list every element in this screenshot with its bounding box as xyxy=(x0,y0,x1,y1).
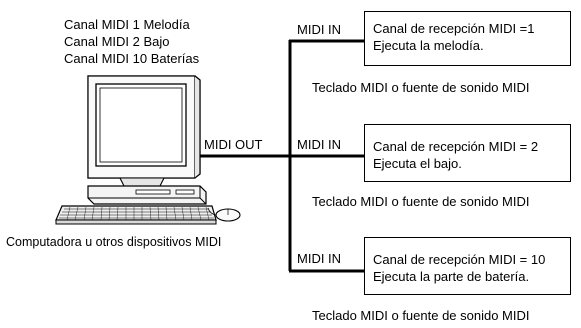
midi-in-label-1: MIDI IN xyxy=(297,22,342,37)
channel-label-10: Canal MIDI 10 Baterías xyxy=(64,51,200,66)
computer-illustration xyxy=(55,75,241,225)
midi-out-label: MIDI OUT xyxy=(204,137,263,152)
midi-in-label-3: MIDI IN xyxy=(297,251,342,266)
receiver-box-3: Canal de recepción MIDI = 10 Ejecuta la … xyxy=(364,237,571,295)
receiver-1-part: Ejecuta la melodía. xyxy=(373,38,484,53)
receiver-2-part: Ejecuta el bajo. xyxy=(373,156,462,171)
midi-in-label-2: MIDI IN xyxy=(297,137,342,152)
receiver-2-caption: Teclado MIDI o fuente de sonido MIDI xyxy=(312,194,530,209)
receiver-3-part: Ejecuta la parte de batería. xyxy=(373,269,530,284)
receiver-1-channel: Canal de recepción MIDI =1 xyxy=(373,21,535,36)
receiver-box-2: Canal de recepción MIDI = 2 Ejecuta el b… xyxy=(364,124,571,182)
receiver-box-1: Canal de recepción MIDI =1 Ejecuta la me… xyxy=(364,11,571,66)
receiver-3-channel: Canal de recepción MIDI = 10 xyxy=(373,252,546,267)
receiver-1-caption: Teclado MIDI o fuente de sonido MIDI xyxy=(312,80,530,95)
receiver-2-channel: Canal de recepción MIDI = 2 xyxy=(373,139,539,154)
channel-label-2: Canal MIDI 2 Bajo xyxy=(64,34,170,49)
receiver-3-caption: Teclado MIDI o fuente de sonido MIDI xyxy=(312,308,530,323)
computer-caption: Computadora u otros dispositivos MIDI xyxy=(6,235,222,249)
channel-label-1: Canal MIDI 1 Melodía xyxy=(64,17,190,32)
